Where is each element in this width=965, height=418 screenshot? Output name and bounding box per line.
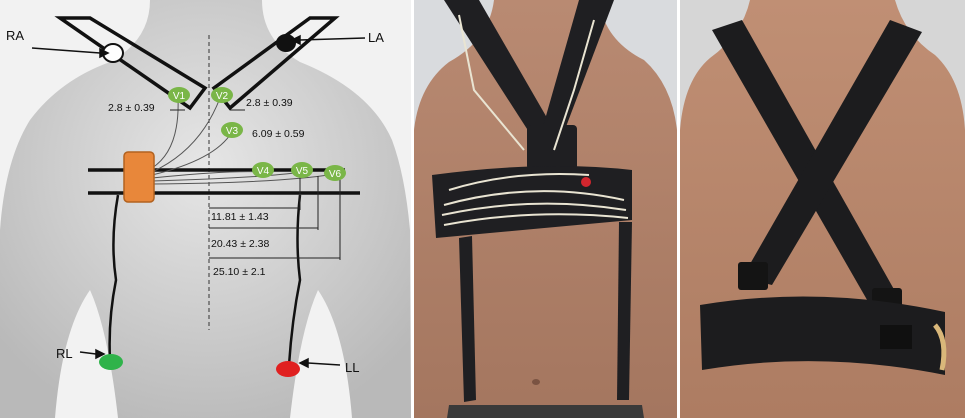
v4-distance-label: 11.81 ± 1.43 xyxy=(211,211,269,223)
v4-label: V4 xyxy=(257,166,270,177)
back-photo-svg xyxy=(680,0,965,418)
diagram-svg: V1 V2 V3 V4 V5 V6 RA LA RL LL 2.8 ± 0.39… xyxy=(0,0,411,418)
v1-distance-label: 2.8 ± 0.39 xyxy=(108,102,155,114)
v6-label: V6 xyxy=(329,169,342,180)
rl-label: RL xyxy=(56,346,73,361)
back-buckle-left xyxy=(738,262,768,290)
ll-electrode xyxy=(276,361,300,377)
v2-distance-label: 2.8 ± 0.39 xyxy=(246,97,293,109)
front-navel xyxy=(532,379,540,385)
harness-front-photo xyxy=(414,0,677,418)
v3-label: V3 xyxy=(226,126,239,137)
front-red-electrode xyxy=(581,177,591,187)
v3-distance-label: 6.09 ± 0.59 xyxy=(252,128,305,140)
la-label: LA xyxy=(368,30,384,45)
front-shorts xyxy=(447,405,644,418)
rl-electrode xyxy=(99,354,123,370)
front-chest-pad xyxy=(527,125,577,170)
ra-label: RA xyxy=(6,28,24,43)
v6-distance-label: 25.10 ± 2.1 xyxy=(213,266,266,278)
v5-label: V5 xyxy=(296,166,309,177)
electrode-placement-diagram: V1 V2 V3 V4 V5 V6 RA LA RL LL 2.8 ± 0.39… xyxy=(0,0,411,418)
recording-device-box xyxy=(124,152,154,202)
v2-label: V2 xyxy=(216,91,229,102)
v5-distance-label: 20.43 ± 2.38 xyxy=(211,238,269,250)
la-electrode xyxy=(276,34,296,52)
front-photo-svg xyxy=(414,0,677,418)
back-right-clip xyxy=(880,325,912,349)
ll-label: LL xyxy=(345,360,359,375)
harness-back-photo xyxy=(680,0,965,418)
v1-label: V1 xyxy=(173,91,186,102)
